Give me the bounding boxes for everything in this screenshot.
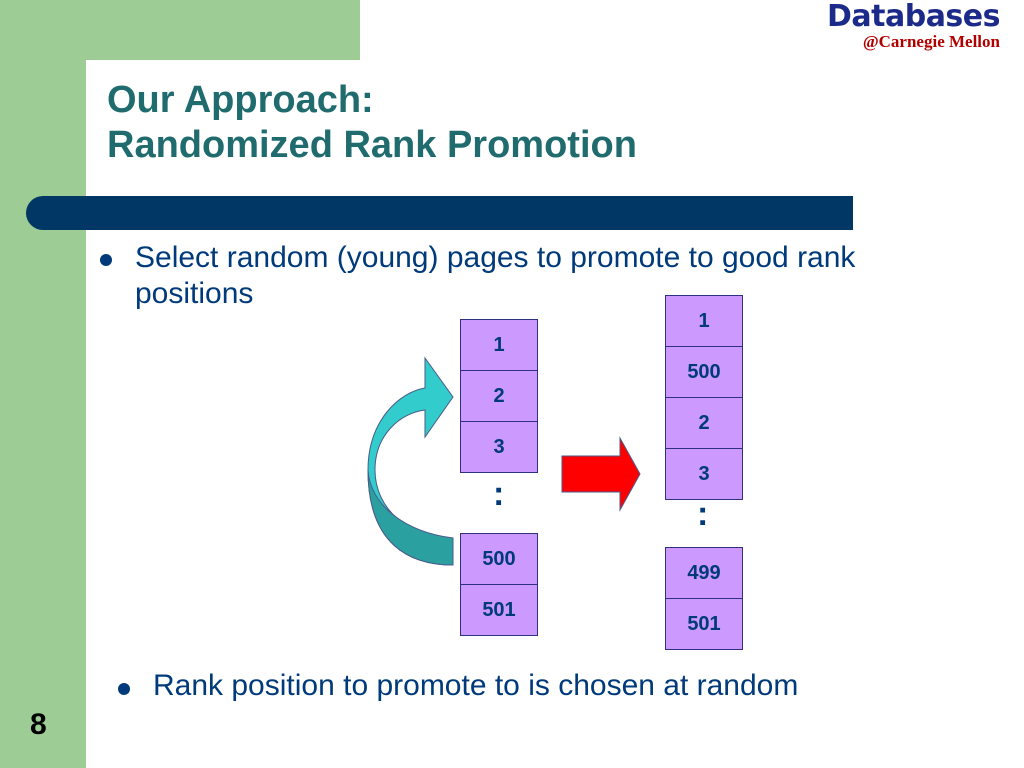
rank-cell: 500 (460, 533, 538, 585)
rank-cell: 3 (460, 421, 538, 473)
title-line-2: Randomized Rank Promotion (107, 124, 637, 166)
bullet-text: Rank position to promote to is chosen at… (153, 669, 799, 702)
title-divider-bar (26, 196, 853, 230)
before-list-top: 1 2 3 (460, 319, 538, 473)
rank-cell: 501 (665, 598, 743, 650)
right-arrow-icon (561, 436, 641, 512)
rank-cell: 2 (665, 397, 743, 449)
rank-cell: 501 (460, 584, 538, 636)
rank-cell: 2 (460, 370, 538, 422)
ellipsis: : (697, 495, 709, 533)
ellipsis: : (493, 475, 505, 513)
slide-title: Our Approach: Randomized Rank Promotion (107, 78, 637, 168)
rank-cell: 1 (460, 319, 538, 371)
rank-cell: 3 (665, 448, 743, 500)
brand-name: Databases (826, 0, 1001, 34)
bullet-text: Select random (young) pages to promote t… (135, 241, 856, 310)
brand-logo: Databases @Carnegie Mellon (826, 0, 1001, 52)
rank-cell: 499 (665, 547, 743, 599)
brand-affiliation: @Carnegie Mellon (862, 32, 1000, 51)
title-line-1: Our Approach: (107, 79, 374, 121)
after-list-top: 1 500 2 3 (665, 295, 743, 500)
side-band-left (0, 0, 86, 768)
page-number: 8 (30, 708, 47, 741)
before-list-bottom: 500 501 (460, 533, 538, 636)
after-list-bottom: 499 501 (665, 547, 743, 650)
rank-cell: 1 (665, 295, 743, 347)
rank-cell: 500 (665, 346, 743, 398)
bullet-dot (100, 254, 112, 266)
bullet-dot (118, 683, 130, 695)
